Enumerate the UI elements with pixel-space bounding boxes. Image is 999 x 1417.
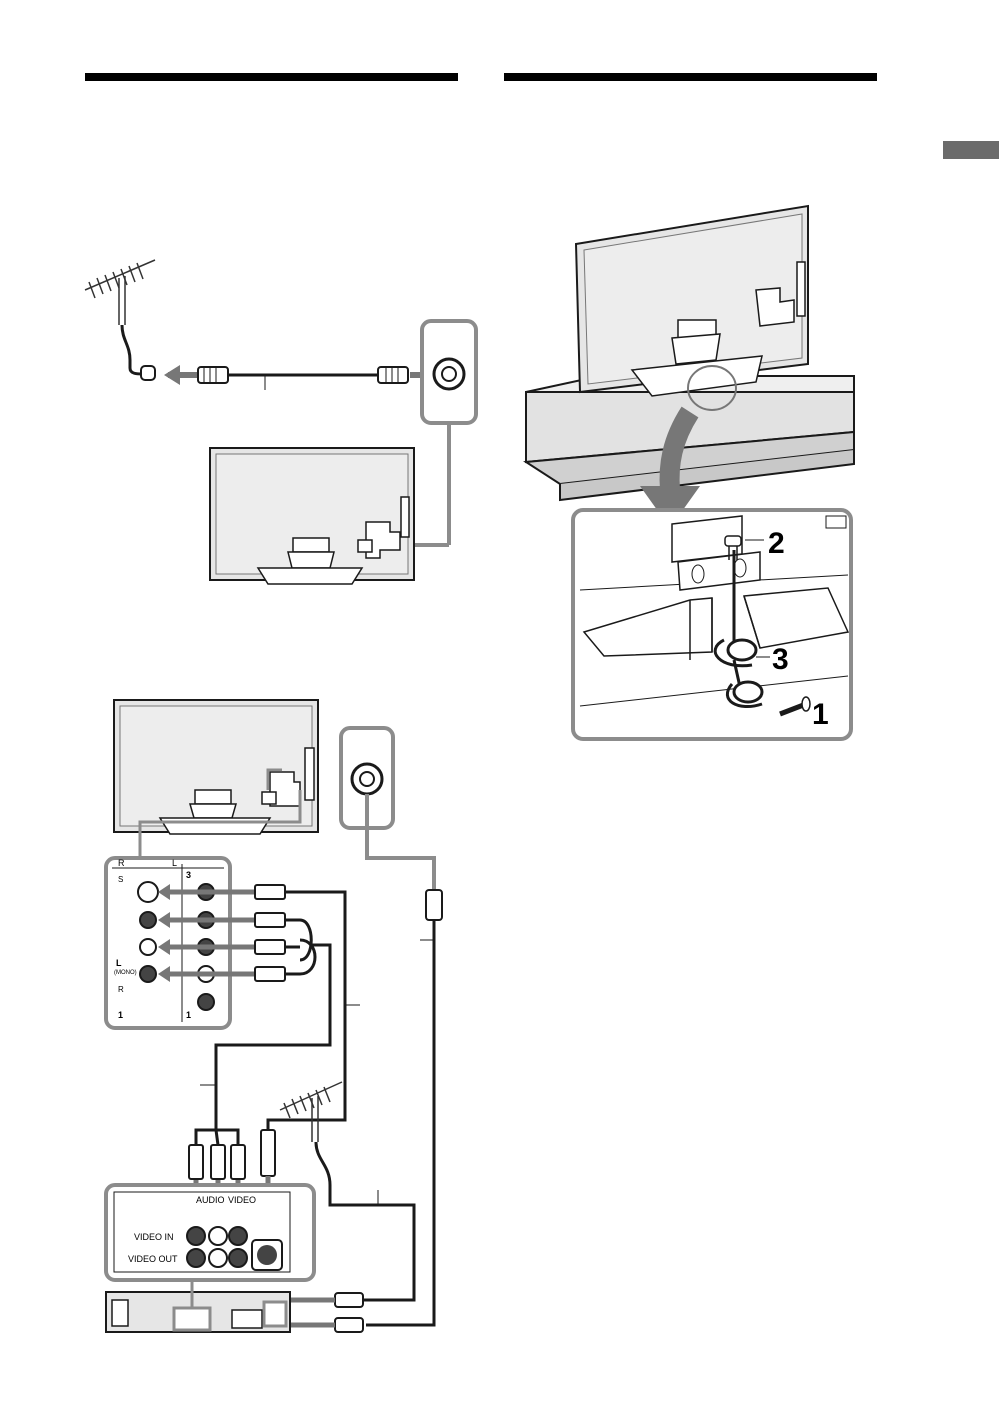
vcr-audio-label: AUDIO [196, 1195, 225, 1205]
vcr-video-out-label: VIDEO OUT [128, 1254, 178, 1264]
coax-cable [198, 367, 408, 390]
antenna-icon [280, 1082, 342, 1142]
input-number-3: 3 [186, 870, 191, 880]
callout-1: 1 [812, 698, 829, 731]
jack-row-left-r: R [118, 858, 125, 868]
jack-label-mono: (MONO) [114, 970, 137, 976]
tv-rear-icon [576, 206, 808, 396]
vcr-icon [106, 1292, 290, 1332]
callout-2: 2 [768, 527, 785, 560]
antenna-icon [85, 260, 155, 380]
tv-rear-icon [210, 448, 414, 584]
jack-label-l: L [116, 958, 122, 968]
callout-3: 3 [772, 643, 789, 676]
jack-row-left-l: L [172, 858, 177, 868]
vcr-video-label: VIDEO [228, 1195, 256, 1205]
jack-label-s: S [118, 875, 123, 884]
vcr-video-in-label: VIDEO IN [134, 1232, 174, 1242]
tv-rear-icon [114, 700, 318, 834]
jack-label-r: R [118, 985, 124, 994]
input-number-1a: 1 [118, 1010, 123, 1020]
input-number-1b: 1 [186, 1010, 191, 1020]
